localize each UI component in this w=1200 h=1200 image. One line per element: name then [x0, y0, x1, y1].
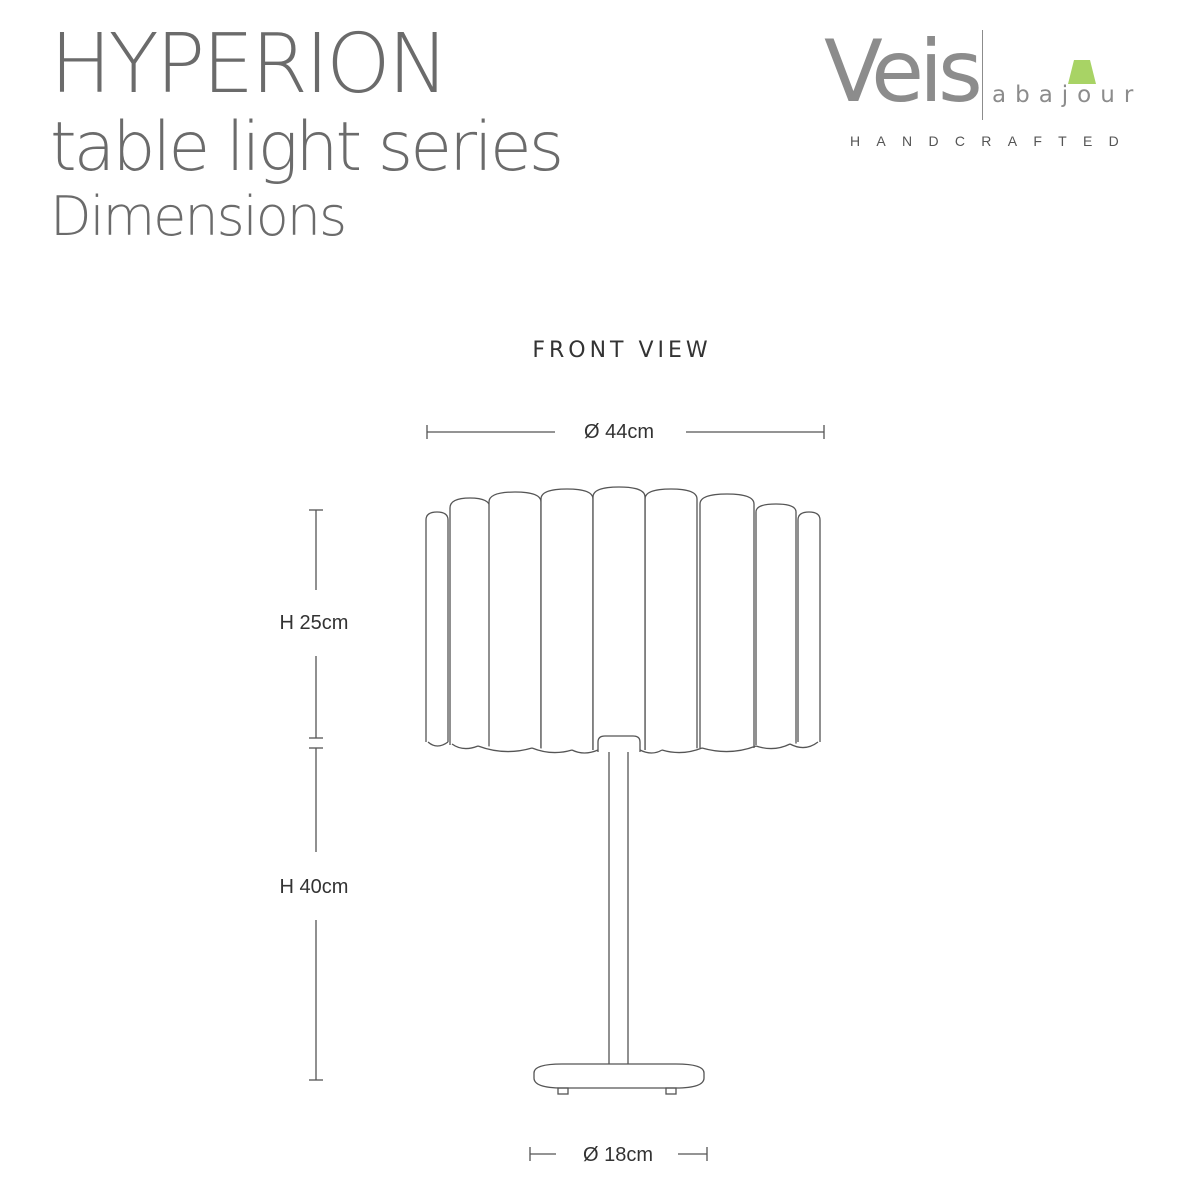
shade-bottom: [427, 741, 819, 754]
base-diameter-label: Ø 18cm: [583, 1144, 653, 1166]
stem-height-label: H 40cm: [280, 876, 349, 898]
title-series: table light series: [50, 108, 564, 187]
shade-tube: [699, 493, 755, 748]
shade-tube: [449, 497, 491, 745]
shade-tube: [488, 491, 542, 748]
shade-tube: [425, 511, 449, 742]
brand-logo: Veis abajour HANDCRAFTED: [824, 22, 1174, 162]
view-label: FRONT VIEW: [532, 338, 712, 363]
title-section: Dimensions: [50, 185, 347, 248]
lamp-fitting: [597, 735, 641, 752]
shade-diameter-label: Ø 44cm: [584, 421, 654, 443]
height-dimension: [309, 509, 323, 1081]
title-product-name: HYPERION: [50, 17, 449, 112]
shade-tube: [797, 511, 821, 742]
shade-tube: [755, 503, 797, 745]
shade-tube: [592, 486, 646, 750]
shade-tube: [540, 488, 594, 750]
base-diameter-dimension: [529, 1147, 708, 1161]
brand-tagline: HANDCRAFTED: [850, 133, 1136, 149]
lamp-stem: [608, 752, 629, 1064]
shade-diameter-dimension: [426, 425, 825, 439]
brand-divider: [982, 30, 983, 120]
lamp-base: [533, 1063, 705, 1095]
lampshade-icon: [1068, 60, 1096, 84]
brand-name: Veis: [824, 22, 983, 122]
product-title: HYPERION table light series Dimensions: [50, 17, 564, 248]
shade-tube: [644, 488, 698, 750]
lamp-shade: [425, 486, 821, 750]
shade-height-label: H 25cm: [280, 612, 349, 634]
brand-sub: abajour: [992, 82, 1143, 108]
